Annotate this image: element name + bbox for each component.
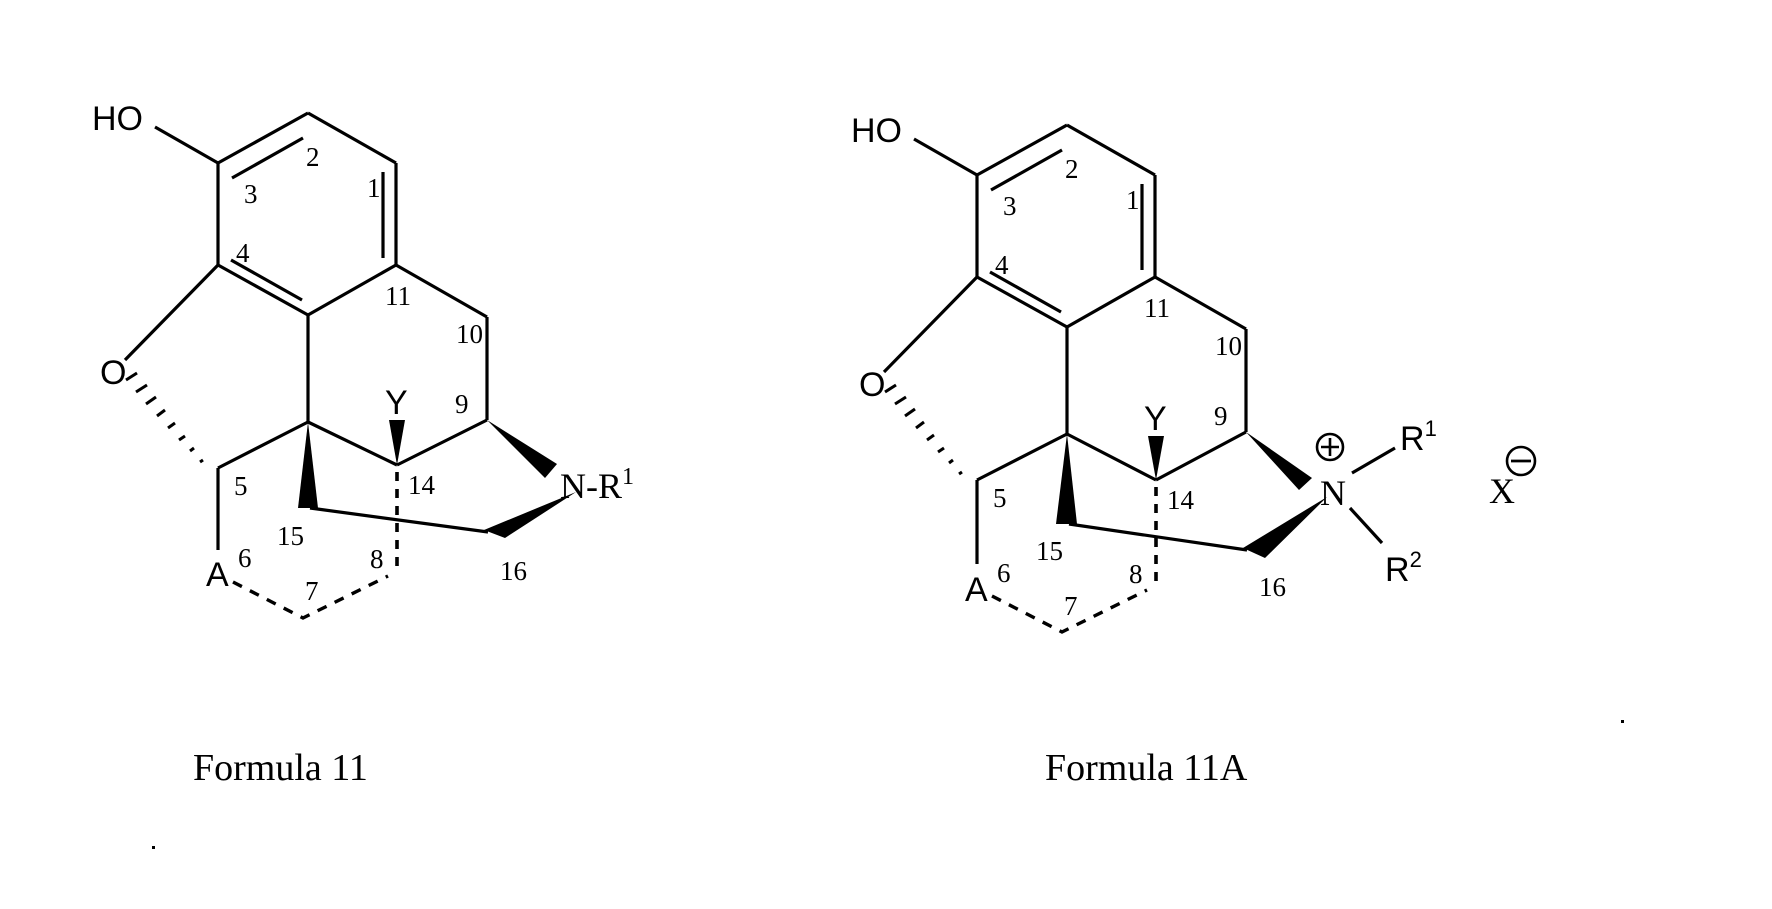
bond-n-r1	[1351, 446, 1396, 475]
bond-ho-c3	[154, 125, 219, 165]
bond-c12-c4-double	[989, 270, 1062, 314]
locant-6: 6	[238, 543, 252, 573]
wedge-c13-c15	[1056, 434, 1077, 524]
bond-c2-c1	[307, 111, 397, 165]
wedge-c9-n	[487, 420, 557, 478]
locant-3: 3	[1003, 191, 1017, 221]
dashed-bond-a-c7-c8	[991, 588, 1148, 634]
bond-c12-c4	[976, 275, 1068, 329]
bond-c13-c5	[217, 420, 309, 470]
bond-c3-c2	[976, 123, 1068, 177]
position-a-label: A	[965, 571, 988, 609]
negative-charge-icon	[1505, 445, 1537, 477]
locant-10: 10	[1215, 331, 1242, 361]
wedge-c16-n	[1243, 497, 1327, 558]
locant-11: 11	[1144, 293, 1170, 323]
position-a-label: A	[206, 556, 229, 594]
hashed-bond-o-c5	[125, 371, 204, 464]
locant-5: 5	[234, 471, 248, 501]
bond-c2-c1	[1066, 123, 1156, 177]
bond-c3-c2-double	[231, 136, 304, 180]
locant-3: 3	[244, 179, 258, 209]
locant-15: 15	[277, 521, 304, 551]
locant-4: 4	[236, 238, 250, 268]
locant-16: 16	[1259, 572, 1286, 602]
scan-speck	[152, 846, 155, 849]
scan-speck	[1621, 720, 1624, 723]
r2-label: R2	[1385, 547, 1422, 589]
locant-7: 7	[1064, 591, 1078, 621]
wedge-c16-n	[484, 492, 576, 538]
hydroxyl-label: HO	[851, 112, 902, 150]
locant-10: 10	[456, 319, 483, 349]
nitrogen-label: N-R1	[560, 464, 634, 506]
bond-c14-c9	[396, 418, 488, 467]
counterion-label: X	[1489, 471, 1515, 511]
locant-11: 11	[385, 281, 411, 311]
bond-n-r2	[1348, 506, 1384, 545]
bond-c3-c2-double	[990, 148, 1063, 192]
bond-c3-c2	[217, 111, 309, 165]
locant-15: 15	[1036, 536, 1063, 566]
bond-c13-c5	[976, 432, 1068, 482]
locant-8: 8	[1129, 559, 1143, 589]
locant-1: 1	[367, 173, 381, 203]
bond-c13-c14	[1066, 432, 1157, 482]
ring-oxygen-label: O	[100, 354, 126, 392]
ring-oxygen-label: O	[859, 366, 885, 404]
wedge-c14-y	[1148, 436, 1164, 480]
locant-8: 8	[370, 544, 384, 574]
caption-formula-11a: Formula 11A	[1045, 747, 1248, 789]
bond-c4-o	[882, 275, 979, 374]
positive-charge-icon	[1315, 432, 1345, 462]
bond-c11-c12	[307, 263, 397, 317]
locant-9: 9	[1214, 401, 1228, 431]
locant-4: 4	[995, 250, 1009, 280]
locant-16: 16	[500, 556, 527, 586]
locant-2: 2	[306, 142, 320, 172]
bond-ho-c3	[913, 137, 978, 177]
substituent-y-label: Y	[385, 384, 408, 422]
locant-5: 5	[993, 483, 1007, 513]
caption-formula-11: Formula 11	[193, 747, 368, 789]
locant-1: 1	[1126, 185, 1140, 215]
r1-label: R1	[1400, 416, 1437, 458]
wedge-c14-y	[389, 420, 405, 465]
bond-c12-c4-double	[230, 258, 303, 302]
hydroxyl-label: HO	[92, 100, 143, 138]
substituent-y-label: Y	[1144, 400, 1167, 438]
bond-c10-c11	[1154, 275, 1247, 331]
bond-c11-c12	[1066, 275, 1156, 329]
locant-7: 7	[305, 576, 319, 606]
bond-c14-c9	[1155, 430, 1247, 482]
wedge-c13-c15	[298, 422, 318, 508]
locant-6: 6	[997, 558, 1011, 588]
locant-9: 9	[455, 389, 469, 419]
locant-14: 14	[408, 470, 436, 500]
structure-formula-11a: HO O Y	[851, 112, 1537, 789]
bond-c10-c11	[395, 263, 488, 319]
wedge-c9-n	[1246, 432, 1312, 490]
bond-c15-c16	[309, 506, 489, 534]
hashed-bond-o-c5	[884, 383, 963, 476]
dashed-bond-a-c7-c8	[232, 574, 389, 620]
bond-c12-c4	[217, 263, 309, 317]
bond-c4-o	[123, 263, 220, 362]
nitrogen-label: N	[1320, 473, 1346, 513]
locant-14: 14	[1167, 485, 1195, 515]
bond-c13-c14	[307, 420, 398, 467]
locant-2: 2	[1065, 154, 1079, 184]
bond-c15-c16	[1068, 522, 1248, 552]
structure-formula-11: HO O Y	[92, 100, 634, 789]
